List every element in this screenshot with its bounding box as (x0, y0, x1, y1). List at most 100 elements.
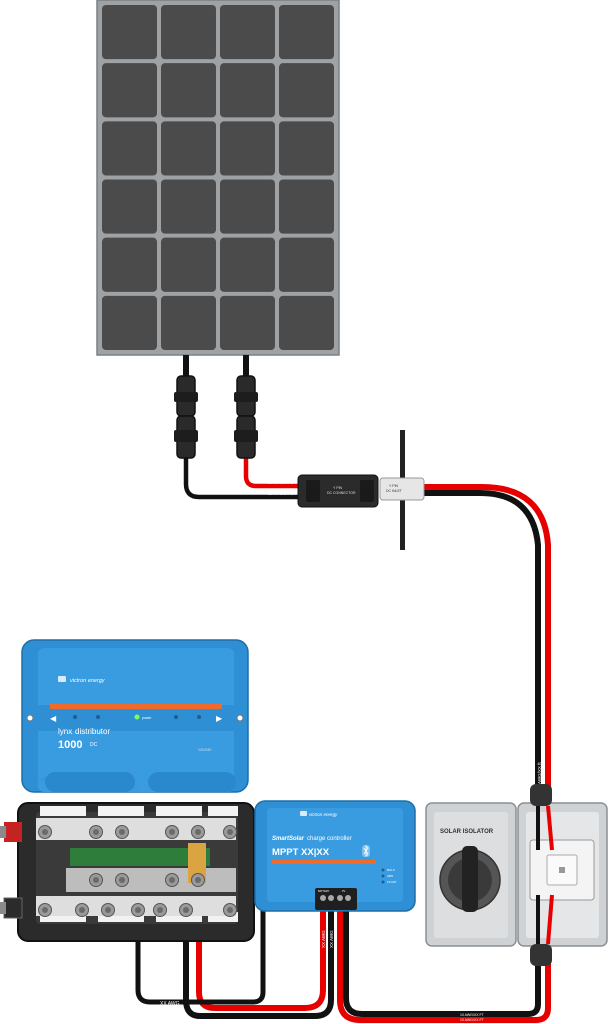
bolt-center (93, 877, 99, 883)
bolt-center (119, 829, 125, 835)
lynx-distributor-cover: victron energy ◀ ▶ power lynx distributo… (21, 639, 249, 793)
mppt-victron-logo-icon (300, 811, 307, 816)
pv-positive-cable (243, 452, 303, 489)
battery-positive-cable (196, 887, 326, 1011)
isolator-title: SOLAR ISOLATOR (440, 829, 494, 835)
bolt-center (135, 907, 141, 913)
solar-cell (161, 5, 216, 60)
mppt-line1-bold: SmartSolar (272, 836, 305, 842)
connector-label-2: DC CONNECTOR (327, 491, 356, 495)
lynx-pcb (70, 848, 210, 866)
lynx-positive-terminal (4, 822, 22, 842)
bolt-center (227, 829, 233, 835)
mc4-connector-negative (174, 375, 198, 459)
bolt-center (157, 907, 163, 913)
mppt-model: MPPT XX|XX (272, 847, 330, 858)
lynx-status-leds (73, 714, 201, 720)
isolator-rotary-switch[interactable] (462, 846, 478, 912)
dc-connector-pair: Y PIN DC CONNECTOR (297, 474, 379, 508)
battery-cable-label: XX AWG (160, 1001, 180, 1007)
victron-logo-icon (58, 676, 66, 682)
solar-cell (220, 179, 275, 234)
pv-black-cable-label: 10 AWG/6 ft 6.4 ft (268, 491, 300, 496)
solar-cell (161, 179, 216, 234)
bolt-center (79, 907, 85, 913)
solar-isolator: SOLAR ISOLATOR (425, 784, 608, 966)
bolt-center (169, 829, 175, 835)
solar-cell (279, 179, 334, 234)
solar-cell (102, 5, 157, 60)
solar-cell (102, 63, 157, 118)
mppt-line1-rest: charge controller (307, 836, 352, 842)
cables (135, 452, 551, 1023)
lynx-brand: victron energy (70, 678, 106, 684)
pv-run-label: 10 AWG/XX ft (537, 762, 542, 790)
bolt-center (105, 907, 111, 913)
bolt-center (42, 829, 48, 835)
solar-cell (220, 63, 275, 118)
bolt-center (93, 829, 99, 835)
solar-cell (161, 63, 216, 118)
bolt-center (42, 907, 48, 913)
pv-bottom-black-label: 10 AWG/XX FT (460, 1018, 485, 1022)
lynx-bottom-label: 12V/24V (198, 748, 212, 752)
bluetooth-icon (362, 845, 370, 857)
solar-cell (102, 121, 157, 176)
cable-gland: Y PIN DC INLET (379, 430, 425, 550)
gland-label-2: DC INLET (386, 489, 403, 493)
lynx-distributor-base (0, 802, 255, 942)
solar-cell (220, 121, 275, 176)
mppt-orange-stripe (272, 860, 376, 864)
mppt-pos-cable-label: XX AWG (321, 930, 326, 948)
connector-label-1: Y PIN (333, 486, 343, 490)
lynx-orange-stripe (50, 704, 222, 709)
isolator-top-gland (530, 784, 552, 806)
lynx-fuse (188, 843, 206, 883)
lynx-rating-unit: DC (90, 742, 98, 748)
bolt-center (227, 907, 233, 913)
lynx-ground-cable (135, 902, 266, 1005)
lynx-studs (38, 825, 237, 917)
solar-cell (220, 5, 275, 60)
pv-red-cable-label: 10 AWG/6 ft 6.4 ft (268, 480, 300, 485)
solar-panel (96, 0, 340, 356)
solar-cell (161, 295, 216, 350)
solar-cell (279, 237, 334, 292)
mc4-connector-positive (234, 375, 258, 459)
battery-negative-cable (183, 907, 334, 1019)
bolt-center (169, 877, 175, 883)
solar-cell (220, 237, 275, 292)
lynx-arrow-right-icon: ▶ (216, 714, 223, 723)
solar-cell (220, 295, 275, 350)
solar-cell (279, 295, 334, 350)
solar-cell (279, 5, 334, 60)
mppt-led-label-abs: ABS (387, 874, 393, 878)
solar-cell (102, 179, 157, 234)
lynx-title: lynx (58, 727, 72, 736)
lynx-arrow-left-icon: ◀ (50, 714, 57, 723)
mppt-terminal-block (315, 888, 357, 910)
bolt-center (195, 829, 201, 835)
solar-cell (279, 63, 334, 118)
lynx-power-label: power (142, 716, 152, 720)
bolt-center (195, 877, 201, 883)
solar-cell (161, 121, 216, 176)
mppt-pv-label: PV (342, 890, 346, 893)
pv-run-red-cable (417, 484, 551, 796)
mppt-led-label-bulk: BULK (387, 868, 395, 872)
gland-label-1: Y PIN (389, 484, 399, 488)
lynx-rating: 1000 (58, 739, 82, 751)
solar-cell (102, 295, 157, 350)
mppt-led-label-float: FLOAT (387, 880, 397, 884)
solar-cell (161, 237, 216, 292)
pv-bottom-red-label: 10 AWG/XX FT (460, 1013, 485, 1017)
bolt-center (183, 907, 189, 913)
solar-cell (279, 121, 334, 176)
solar-cells (102, 5, 334, 350)
isolator-bottom-gland (530, 944, 552, 966)
pv-negative-cable (183, 452, 303, 500)
pv-bottom-black-cable (343, 907, 541, 1017)
panel-leads: 10 AWG/6 ft 6.4 ft 10 AWG/6 ft 6.4 ft (174, 355, 300, 496)
mppt-brand: victron energy (309, 812, 338, 817)
